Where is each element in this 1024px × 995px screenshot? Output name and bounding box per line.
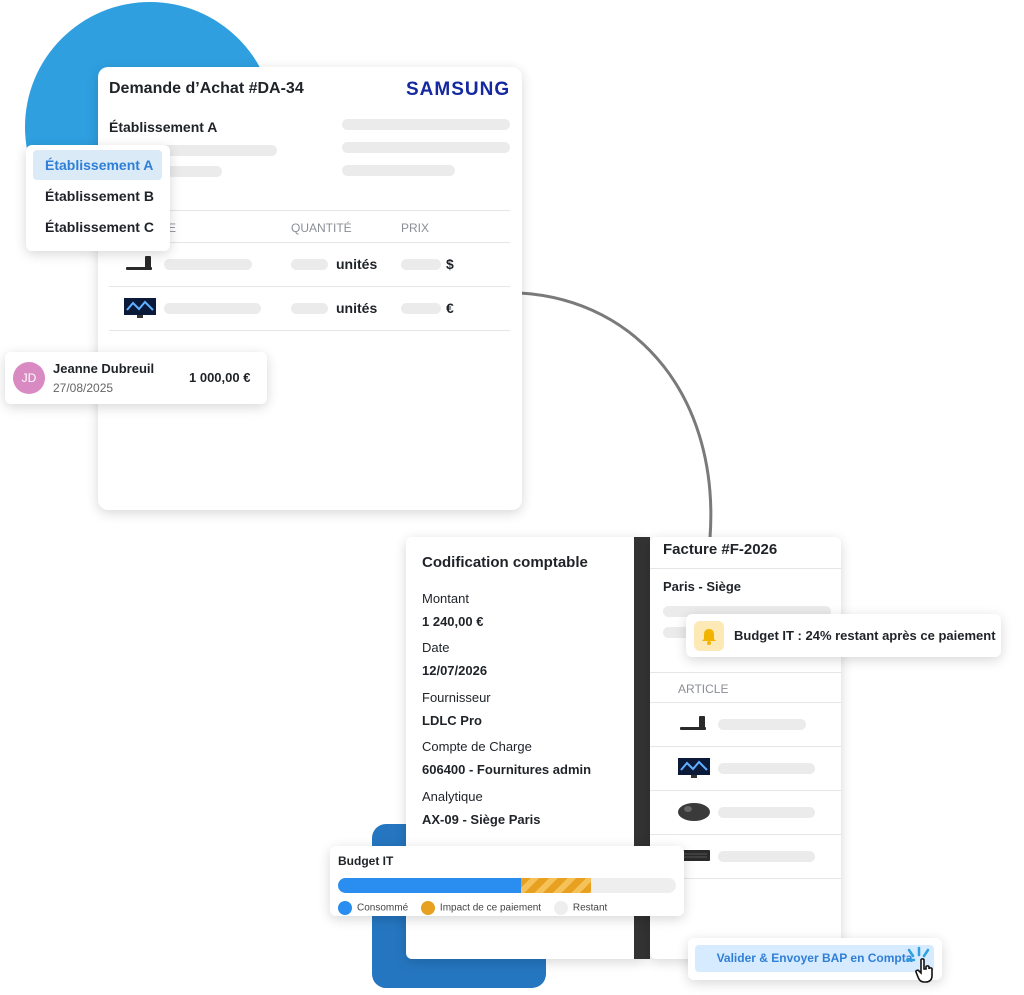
- budget-card: Budget IT Consommé Impact de ce paiement…: [330, 846, 684, 916]
- approver-card: JD Jeanne Dubreuil 27/08/2025 1 000,00 €: [5, 352, 267, 404]
- soundbar-icon: [680, 716, 706, 730]
- approver-date: 27/08/2025: [53, 381, 114, 395]
- budget-alert-text: Budget IT : 24% restant après ce paiemen…: [734, 628, 996, 643]
- dropdown-option-selected[interactable]: [33, 150, 162, 180]
- list-item: [650, 747, 841, 790]
- establishment-label[interactable]: Établissement A: [109, 119, 218, 135]
- col-header-quantity: QUANTITÉ: [291, 221, 352, 235]
- samsung-logo: SAMSUNG: [406, 79, 511, 100]
- mouse-icon: [678, 803, 710, 821]
- col-header-article: E: [168, 221, 177, 235]
- budget-title: Budget IT: [338, 854, 394, 868]
- dropdown-option-c[interactable]: Établissement C: [45, 219, 154, 235]
- keyboard-icon: [680, 850, 710, 861]
- field-label: Fournisseur: [422, 690, 491, 705]
- field-label: Date: [422, 640, 450, 655]
- field-label: Analytique: [422, 789, 483, 804]
- monitor-icon: [124, 298, 156, 318]
- row-currency: €: [446, 300, 454, 316]
- placeholder-line: [342, 142, 510, 153]
- budget-alert: Budget IT : 24% restant après ce paiemen…: [686, 614, 1001, 657]
- legend-consumed: Consommé: [357, 902, 409, 914]
- table-row: unités €: [109, 287, 510, 330]
- col-header-article: ARTICLE: [678, 682, 729, 696]
- field-label: Montant: [422, 591, 469, 606]
- legend-impact: Impact de ce paiement: [439, 902, 542, 914]
- row-currency: $: [446, 256, 454, 272]
- legend-dot-remaining: [553, 901, 568, 915]
- cta-wrapper: Valider & Envoyer BAP en Compta: [688, 938, 942, 983]
- invoice-location: Paris - Siège: [663, 579, 742, 594]
- approver-amount: 1 000,00 €: [189, 370, 251, 385]
- list-item: [650, 791, 841, 834]
- list-item: [650, 703, 841, 746]
- list-item: [650, 835, 841, 878]
- dropdown-option-a[interactable]: Établissement A: [45, 157, 154, 173]
- legend-remaining: Restant: [572, 902, 608, 914]
- col-header-price: PRIX: [401, 221, 430, 235]
- field-value-supplier: LDLC Pro: [422, 713, 482, 728]
- monitor-icon: [678, 758, 710, 778]
- approver-name: Jeanne Dubreuil: [53, 361, 155, 376]
- page-title: Demande d’Achat #DA-34: [109, 80, 304, 97]
- establishment-dropdown: Établissement A Établissement B Établiss…: [26, 145, 170, 251]
- validate-send-button[interactable]: Valider & Envoyer BAP en Compta: [695, 945, 934, 972]
- table-row: unités $: [109, 243, 510, 286]
- placeholder-line: [342, 165, 455, 176]
- field-value-account: 606400 - Fournitures admin: [422, 762, 592, 777]
- avatar: JD: [13, 362, 45, 394]
- budget-bar-impact: [520, 878, 592, 893]
- invoice-title: Facture #F-2026: [663, 541, 778, 558]
- placeholder-line: [342, 119, 510, 130]
- field-label: Compte de Charge: [422, 739, 532, 754]
- field-value-analytic: AX-09 - Siège Paris: [422, 812, 541, 827]
- field-value-date: 12/07/2026: [422, 663, 488, 678]
- purchase-request-card: Demande d’Achat #DA-34 SAMSUNG Établisse…: [98, 67, 522, 510]
- click-sparkle-icon: [905, 946, 930, 962]
- field-value-amount: 1 240,00 €: [422, 614, 484, 629]
- budget-bar-consumed: [338, 878, 521, 893]
- budget-bar: [338, 878, 676, 893]
- budget-legend: Consommé Impact de ce paiement Restant: [338, 901, 607, 915]
- legend-dot-impact: [420, 901, 435, 915]
- placeholder-line: [109, 145, 277, 156]
- bell-icon-bg: [694, 621, 724, 651]
- pointer-hand-icon: [915, 958, 933, 983]
- soundbar-icon: [126, 256, 152, 270]
- row-unit: unités: [336, 300, 378, 316]
- legend-dot-consumed: [338, 901, 352, 915]
- row-unit: unités: [336, 256, 378, 272]
- dropdown-option-b[interactable]: Établissement B: [45, 188, 154, 204]
- accounting-title: Codification comptable: [422, 554, 588, 571]
- bell-icon: [702, 629, 716, 645]
